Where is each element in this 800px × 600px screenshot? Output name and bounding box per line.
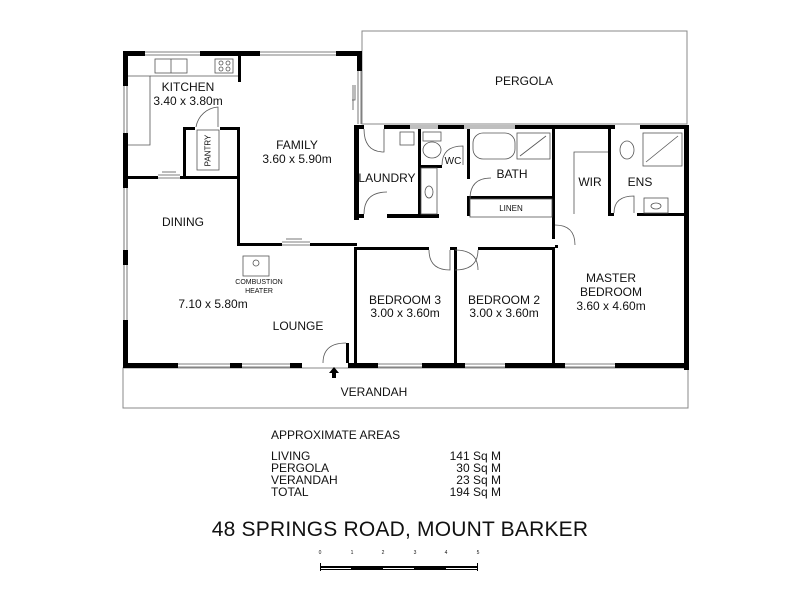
master-label-line1: MASTER (585, 271, 637, 285)
pantry-label: PANTRY (203, 134, 213, 167)
property-address-title: 48 SPRINGS ROAD, MOUNT BARKER (211, 518, 589, 541)
scale-tick: 5 (476, 550, 480, 556)
scale-tick: 4 (444, 550, 448, 556)
area-label: PERGOLA (271, 461, 330, 475)
ens-label: ENS (627, 175, 653, 189)
wc-label: WC (444, 156, 462, 167)
scale-tick: 1 (350, 550, 354, 556)
areas-row: VERANDAH 23 Sq M (271, 474, 501, 486)
bedroom3-label: BEDROOM 3 (368, 293, 442, 307)
bath-label: BATH (496, 167, 528, 181)
scale-tick: 3 (413, 550, 417, 556)
area-value: 23 Sq M (456, 473, 501, 487)
laundry-label: LAUNDRY (358, 171, 416, 185)
family-label: FAMILY (276, 138, 318, 152)
family-size: 3.60 x 5.90m (262, 152, 332, 166)
bedroom2-size: 3.00 x 3.60m (469, 306, 539, 320)
lounge-size: 7.10 x 5.80m (178, 297, 248, 311)
bedroom3-size: 3.00 x 3.60m (370, 306, 440, 320)
scale-tick: 2 (381, 550, 385, 556)
wir-label: WIR (578, 175, 602, 189)
verandah-label: VERANDAH (340, 385, 408, 399)
area-label: LIVING (271, 449, 311, 463)
areas-row: TOTAL 194 Sq M (271, 486, 501, 498)
lounge-label: LOUNGE (272, 319, 324, 333)
dining-label: DINING (162, 215, 204, 229)
areas-heading: APPROXIMATE AREAS (271, 428, 401, 442)
master-size: 3.60 x 4.60m (576, 299, 646, 313)
kitchen-size: 3.40 x 3.80m (153, 94, 223, 108)
kitchen-label: KITCHEN (161, 80, 215, 94)
areas-row: LIVING 141 Sq M (271, 450, 501, 462)
pergola-label: PERGOLA (494, 74, 554, 88)
areas-row: PERGOLA 30 Sq M (271, 462, 501, 474)
linen-label: LINEN (499, 204, 523, 213)
master-label-line2: BEDROOM (579, 285, 643, 299)
area-value: 141 Sq M (449, 449, 501, 463)
area-value: 30 Sq M (456, 461, 501, 475)
approximate-areas-table: APPROXIMATE AREAS LIVING 141 Sq M PERGOL… (271, 429, 501, 498)
area-value: 194 Sq M (449, 485, 501, 499)
area-label: VERANDAH (271, 473, 338, 487)
heater-label-line2: HEATER (245, 288, 273, 295)
heater-label-line1: COMBUSTION (235, 279, 283, 286)
scale-tick: 0 (318, 550, 322, 556)
bedroom2-label: BEDROOM 2 (467, 293, 541, 307)
area-label: TOTAL (271, 485, 309, 499)
